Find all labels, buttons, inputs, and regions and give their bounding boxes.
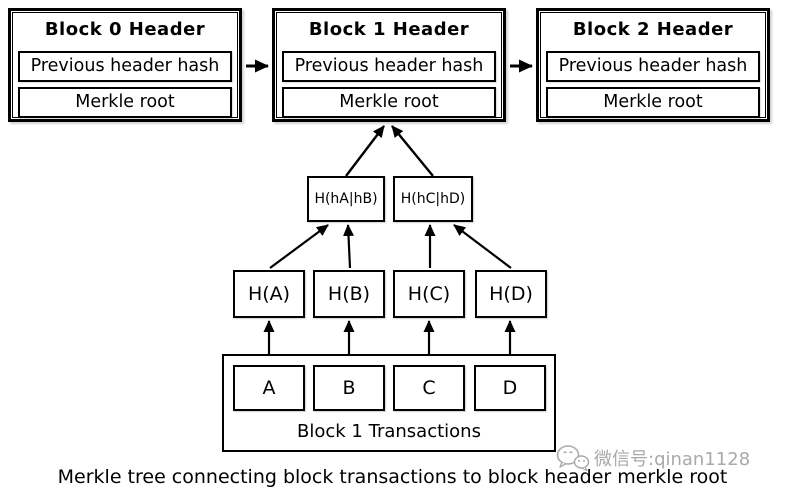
arrow-hcd-to-merkle-root xyxy=(391,125,434,177)
watermark-text: 微信号:qinan1128 xyxy=(594,449,751,470)
arrow-hd-to-hcd xyxy=(453,224,512,269)
arrow-hab-to-merkle-root xyxy=(345,125,385,177)
hash-node-hcd: H(hC|hD) xyxy=(393,176,473,222)
hash-node-hab: H(hA|hB) xyxy=(307,176,385,222)
block-1-title: Block 1 Header xyxy=(308,19,470,40)
block-2-title: Block 2 Header xyxy=(572,19,734,40)
block-0-prev-hash-row: Previous header hash xyxy=(18,51,232,82)
block-1-prev-hash-row: Previous header hash xyxy=(282,51,496,82)
hash-node-hc: H(C) xyxy=(393,270,465,318)
block-0-title: Block 0 Header xyxy=(44,19,206,40)
block-2-prev-hash-row: Previous header hash xyxy=(546,51,760,82)
transaction-b: B xyxy=(313,365,385,411)
block-0-merkle-root-row: Merkle root xyxy=(18,87,232,118)
arrow-ha-to-hab xyxy=(269,224,329,269)
block-1-merkle-root-row: Merkle root xyxy=(282,87,496,118)
diagram-caption: Merkle tree connecting block transaction… xyxy=(57,466,728,488)
wechat-icon xyxy=(556,445,590,472)
block-1-header-box: Block 1 Header Previous header hash Merk… xyxy=(272,8,506,122)
transaction-d: D xyxy=(474,365,546,411)
transaction-a: A xyxy=(233,365,305,411)
hash-node-ha: H(A) xyxy=(233,270,305,318)
transaction-c: C xyxy=(393,365,465,411)
block-2-header-box: Block 2 Header Previous header hash Merk… xyxy=(536,8,770,122)
watermark: 微信号:qinan1128 xyxy=(556,444,750,472)
transactions-container-label: Block 1 Transactions xyxy=(297,421,481,442)
hash-node-hb: H(B) xyxy=(313,270,385,318)
block-2-merkle-root-row: Merkle root xyxy=(546,87,760,118)
hash-node-hd: H(D) xyxy=(475,270,547,318)
block-0-header-box: Block 0 Header Previous header hash Merk… xyxy=(8,8,242,122)
arrow-hb-to-hab xyxy=(343,224,355,269)
